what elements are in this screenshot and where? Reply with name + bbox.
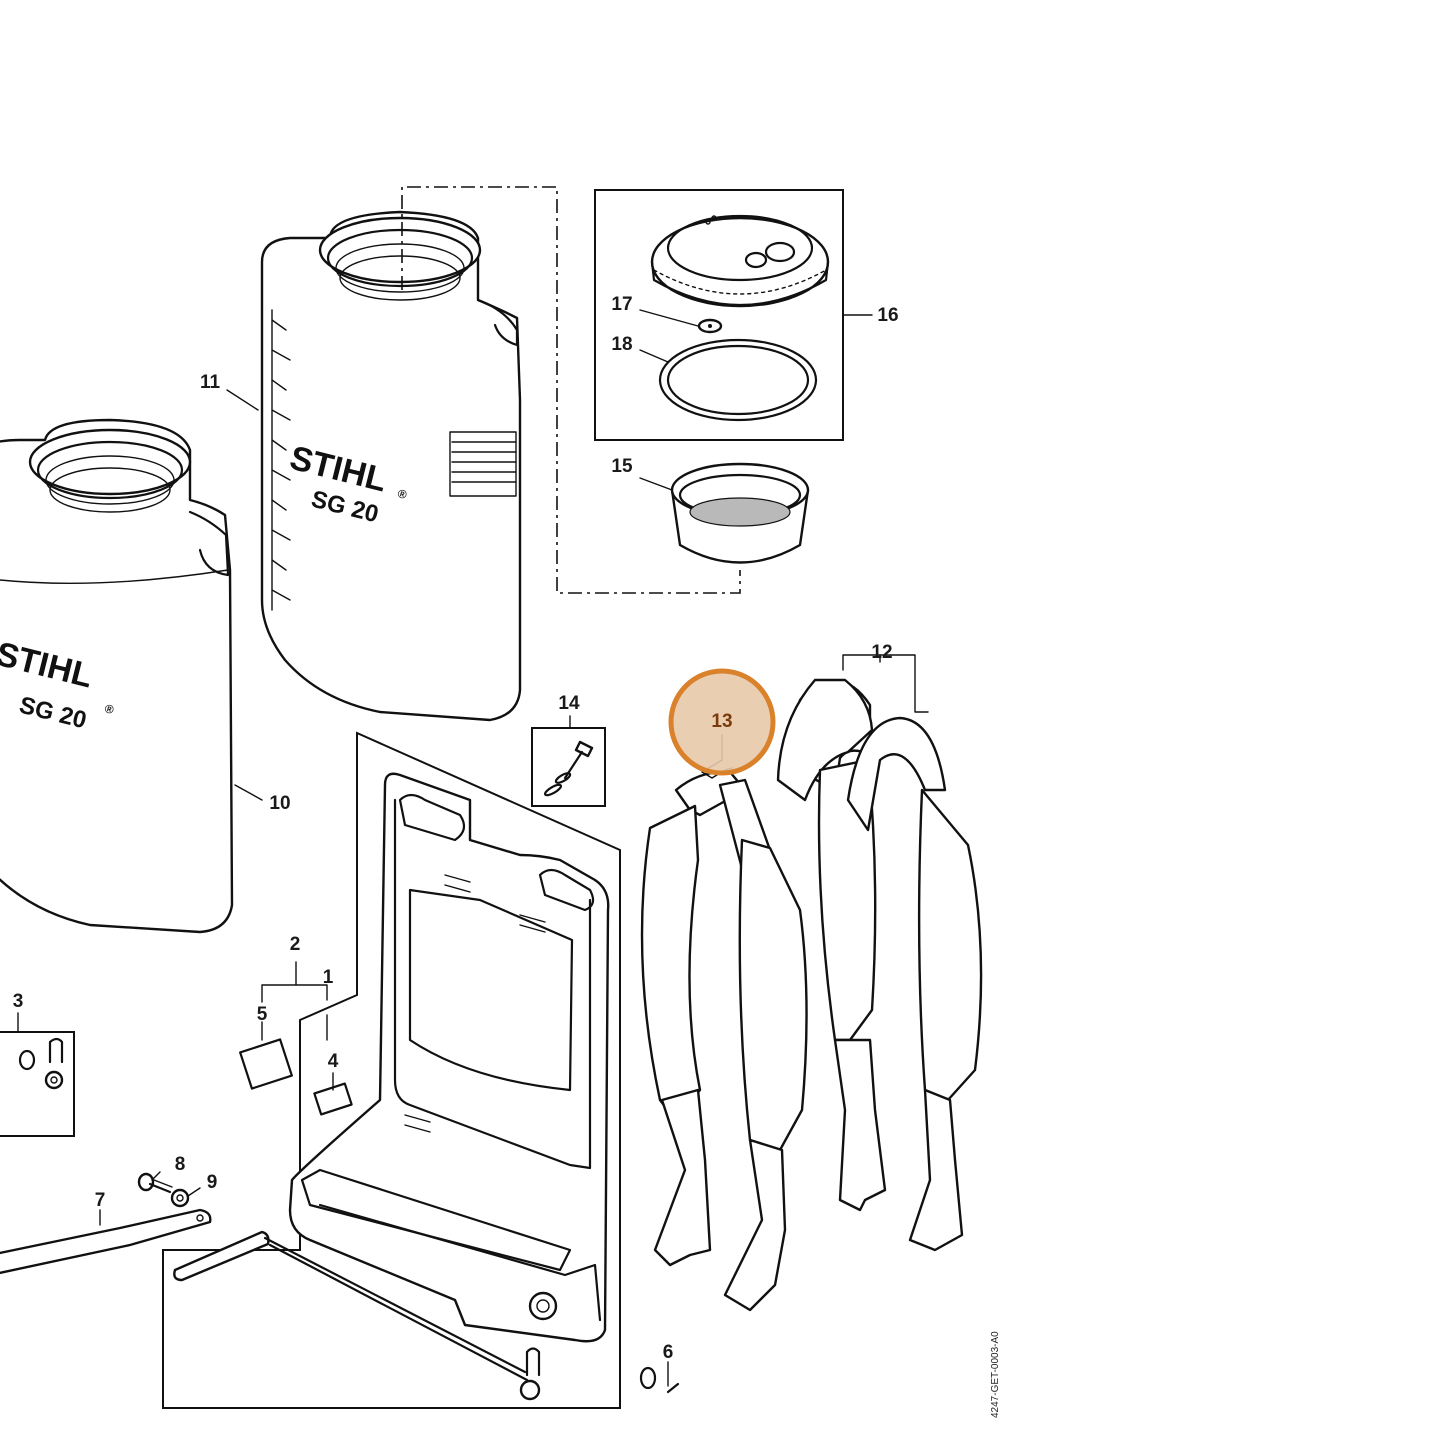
callout-17[interactable]: 17 <box>611 294 632 315</box>
callout-13-highlight[interactable] <box>668 668 776 776</box>
label-plate-5[interactable] <box>239 1038 293 1090</box>
bolt-set-14[interactable] <box>543 740 594 797</box>
tank-11[interactable]: STIHL ® SG 20 <box>260 210 522 722</box>
callout-3[interactable]: 3 <box>13 991 24 1012</box>
callout-16[interactable]: 16 <box>877 305 898 326</box>
callout-5[interactable]: 5 <box>257 1004 268 1025</box>
callout-18[interactable]: 18 <box>611 334 632 355</box>
frame-1[interactable] <box>288 772 610 1343</box>
tank-11-reg-mark: ® <box>396 486 408 502</box>
callout-13[interactable]: 13 <box>711 711 732 732</box>
callout-10[interactable]: 10 <box>269 793 290 814</box>
rod-7[interactable] <box>0 1208 212 1275</box>
pivot-rod[interactable] <box>173 1230 541 1401</box>
bolt-set-box <box>531 727 606 807</box>
valve-17[interactable] <box>697 318 723 334</box>
washer-pin-6[interactable] <box>639 1366 680 1394</box>
callout-9[interactable]: 9 <box>207 1172 218 1193</box>
callout-2[interactable]: 2 <box>290 934 301 955</box>
tank-10-reg-mark: ® <box>103 701 115 717</box>
seal-ring-18[interactable] <box>658 338 818 422</box>
callout-8[interactable]: 8 <box>175 1154 186 1175</box>
screw-8[interactable] <box>137 1172 173 1194</box>
callout-12[interactable]: 12 <box>871 642 892 663</box>
callout-6[interactable]: 6 <box>663 1342 674 1363</box>
fastener-box <box>0 1031 75 1137</box>
assembly-line <box>401 186 741 594</box>
callout-11[interactable]: 11 <box>200 372 221 393</box>
callout-14[interactable]: 14 <box>558 693 580 714</box>
label-plate-4[interactable] <box>313 1082 353 1116</box>
strainer-15[interactable] <box>670 462 810 564</box>
drawing-reference: 4247-GET-0003-A0 <box>990 1331 1001 1418</box>
strap-set-13[interactable] <box>640 770 808 1312</box>
callout-7[interactable]: 7 <box>95 1190 106 1211</box>
frame-box <box>162 731 621 1409</box>
tank-10[interactable]: STIHL ® SG 20 <box>0 418 234 934</box>
fastener-set-3[interactable] <box>18 1037 64 1090</box>
washer-9[interactable] <box>170 1188 190 1208</box>
callout-15[interactable]: 15 <box>611 456 633 477</box>
callout-4[interactable]: 4 <box>328 1051 339 1072</box>
tank-cap-16[interactable] <box>650 214 830 308</box>
strap-set-12[interactable] <box>776 678 983 1252</box>
callout-1[interactable]: 1 <box>323 967 334 988</box>
